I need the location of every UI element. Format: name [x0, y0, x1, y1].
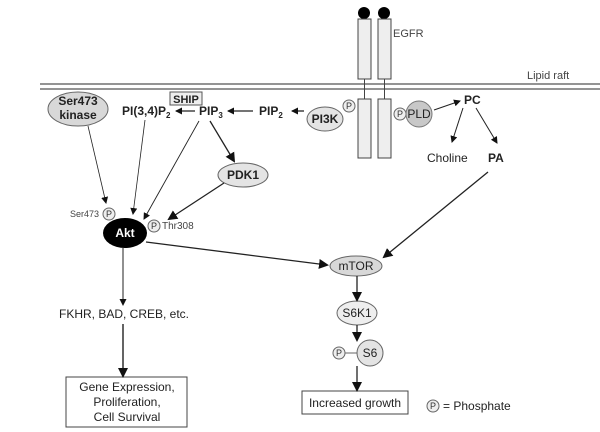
arrow-pi34p2-akt — [130, 119, 146, 215]
s6-label: S6 — [363, 346, 378, 360]
pip2-label: PIP2 — [259, 104, 283, 120]
pdk1-node — [217, 162, 269, 188]
ship-label: SHIP — [173, 94, 199, 106]
phosphate-icon — [147, 219, 161, 233]
phosphate-icon — [342, 99, 356, 113]
egfr-label: EGFR — [393, 28, 424, 40]
pc-label: PC — [464, 93, 481, 107]
pip3-label: PIP3 — [199, 104, 223, 120]
svg-text:P: P — [346, 101, 352, 111]
mtor-node — [329, 255, 383, 277]
ligand-icon — [358, 7, 370, 19]
pi34p2-label: PI(3,4)P2 — [122, 104, 171, 120]
pi3k-label: PI3K — [312, 112, 339, 126]
ser473-kinase-label-1: Ser473 — [58, 94, 98, 108]
ser473-kinase-label-2: kinase — [59, 108, 97, 122]
svg-text:Cell Survival: Cell Survival — [94, 410, 161, 424]
akt-node — [103, 218, 147, 248]
egfr-receptor — [357, 7, 392, 159]
mtor-label: mTOR — [338, 259, 373, 273]
phosphate-icon — [102, 207, 116, 221]
phosphate-legend-label: = Phosphate — [443, 399, 511, 413]
fkhr-bad-creb-label: FKHR, BAD, CREB, etc. — [59, 307, 189, 321]
membrane-label: Lipid raft — [527, 70, 569, 82]
receptor-extracellular — [377, 18, 392, 80]
arrow-pip3-akt — [143, 120, 200, 220]
ser473-kinase-node — [47, 91, 109, 127]
svg-text:P: P — [106, 209, 112, 219]
akt-label: Akt — [115, 226, 134, 240]
choline-label: Choline — [427, 151, 468, 165]
receptor-intracellular — [377, 98, 392, 159]
arrow-akt-mtor — [145, 241, 329, 269]
gene-expression-box — [65, 376, 188, 428]
thr308-site-label: Thr308 — [162, 221, 194, 232]
svg-text:P: P — [430, 401, 436, 411]
arrow-pdk1-akt — [167, 182, 225, 221]
svg-text:Increased growth: Increased growth — [309, 396, 401, 410]
svg-text:Proliferation,: Proliferation, — [93, 395, 160, 409]
arrow-pa-mtor — [382, 171, 489, 259]
svg-text:P: P — [151, 221, 157, 231]
svg-text:P: P — [336, 348, 342, 358]
arrow-pld-pc — [433, 99, 461, 111]
ligand-icon — [378, 7, 390, 19]
pld-node — [405, 100, 433, 128]
lipid-raft-membrane — [40, 83, 600, 90]
svg-text:Gene Expression,: Gene Expression, — [79, 380, 174, 394]
arrow-ser473kinase-akt — [87, 125, 109, 204]
ser473-site-label: Ser473 — [70, 209, 99, 219]
arrow-pc-pa — [475, 107, 498, 144]
pld-label: PLD — [407, 107, 431, 121]
pathway-arrows — [87, 99, 498, 392]
pa-label: PA — [488, 151, 504, 165]
arrow-pc-choline — [450, 107, 464, 143]
s6k1-label: S6K1 — [342, 306, 372, 320]
receptor-extracellular — [357, 18, 372, 80]
receptor-intracellular — [357, 98, 372, 159]
phosphate-legend: P = Phosphate — [426, 399, 511, 413]
pi3k-node — [306, 106, 344, 132]
ship-box — [169, 91, 203, 106]
s6-node — [356, 339, 384, 367]
pdk1-label: PDK1 — [227, 168, 259, 182]
phosphate-icon — [426, 399, 440, 413]
svg-text:P: P — [397, 109, 403, 119]
arrow-pip3-pdk1 — [209, 120, 236, 163]
